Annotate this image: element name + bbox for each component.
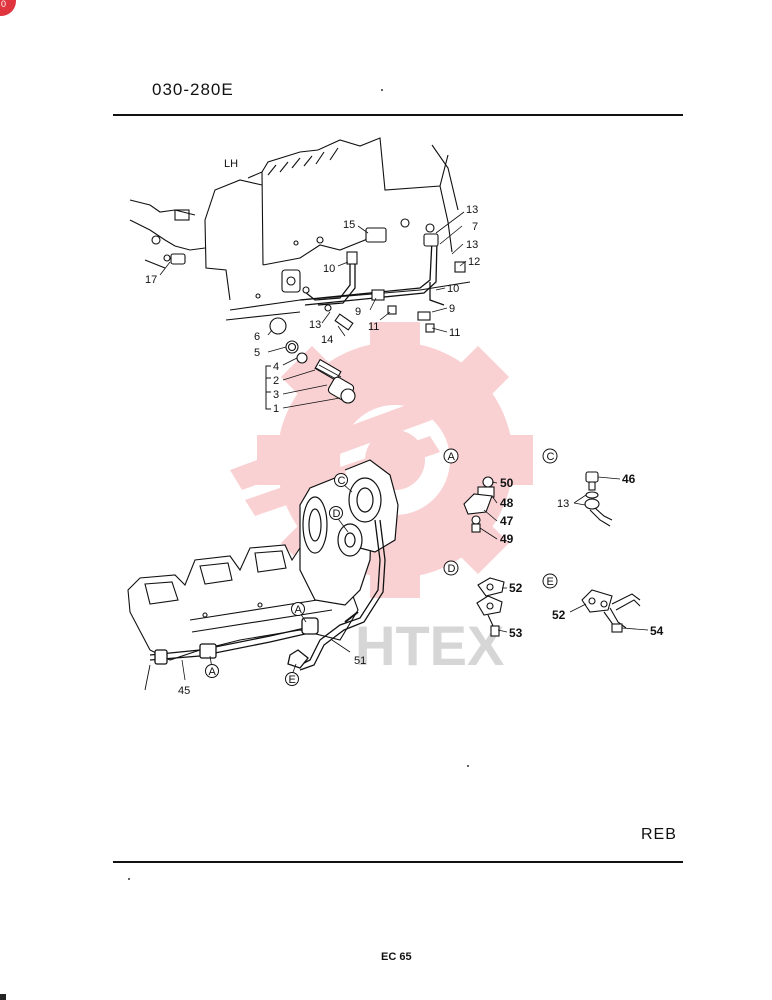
watermark-text: HTEX — [355, 614, 504, 677]
turbocharger — [299, 459, 399, 606]
leader-lines-upper — [159, 211, 467, 409]
callout-1: 1 — [273, 403, 279, 415]
callout-9b: 9 — [449, 303, 455, 315]
detail-a-callout-47: 47 — [500, 514, 514, 528]
detail-a-callout-49: 49 — [500, 532, 514, 546]
speck — [467, 765, 469, 767]
callout-5: 5 — [254, 347, 260, 359]
callout-2: 2 — [273, 375, 279, 387]
callout-11b: 11 — [449, 327, 460, 339]
callout-9a: 9 — [355, 306, 361, 318]
engine-block — [129, 137, 471, 321]
detail-d-marker: D — [448, 563, 456, 575]
callout-14: 14 — [321, 334, 333, 346]
corner-badge-text: 0 — [1, 0, 7, 9]
banjo-bracket — [265, 365, 271, 410]
callout-11a: 11 — [368, 321, 379, 333]
callout-12: 12 — [468, 256, 480, 268]
variant-label: REB — [641, 826, 677, 843]
callout-3: 3 — [273, 389, 279, 401]
top-rule — [113, 114, 683, 116]
bottom-rule — [113, 861, 683, 863]
callout-15: 15 — [343, 219, 355, 231]
detail-a: A 50 48 47 49 — [443, 448, 514, 546]
callout-13a: 13 — [466, 204, 478, 216]
detail-c: C 46 13 — [542, 448, 636, 527]
detail-e-callout-54: 54 — [650, 624, 664, 638]
speck — [128, 878, 130, 880]
detail-c-callout-46: 46 — [622, 472, 636, 486]
detail-c-callout-13: 13 — [557, 498, 569, 510]
callout-51: 51 — [354, 655, 366, 667]
marker-E-main: E — [289, 674, 296, 686]
detail-a-marker: A — [448, 451, 456, 463]
main-view-detail-markers — [205, 473, 348, 686]
detail-e-callout-52: 52 — [552, 608, 566, 622]
detail-d: D 52 53 — [443, 560, 523, 640]
exhaust-manifold — [127, 544, 359, 661]
detail-a-callout-50: 50 — [500, 476, 514, 490]
oil-return-pipes — [144, 519, 386, 691]
callout-10a: 10 — [323, 263, 335, 275]
marker-D-main: D — [333, 508, 341, 520]
side-label: LH — [224, 158, 238, 170]
page-number: EC 65 — [381, 951, 412, 963]
callout-13b: 13 — [466, 239, 478, 251]
fittings — [163, 223, 466, 333]
callout-10b: 10 — [447, 283, 459, 295]
marker-C-main: C — [338, 475, 346, 487]
callout-17: 17 — [145, 274, 157, 286]
callout-6: 6 — [254, 331, 260, 343]
banjo-stack — [269, 317, 356, 404]
marker-A-main-2: A — [209, 666, 217, 678]
callout-45: 45 — [178, 685, 190, 697]
callout-7: 7 — [472, 221, 478, 233]
callout-4: 4 — [273, 361, 279, 373]
detail-d-callout-52: 52 — [509, 581, 523, 595]
detail-e-marker: E — [547, 576, 554, 588]
oil-feed-pipes — [299, 239, 445, 306]
detail-e: E 52 54 — [542, 573, 664, 638]
detail-d-callout-53: 53 — [509, 626, 523, 640]
marker-A-main: A — [295, 604, 303, 616]
speck — [381, 89, 383, 91]
callout-13c: 13 — [309, 319, 321, 331]
edge-mark — [0, 994, 6, 1000]
page-code: 030-280E — [152, 80, 234, 99]
detail-a-callout-48: 48 — [500, 496, 514, 510]
detail-c-marker: C — [547, 451, 555, 463]
